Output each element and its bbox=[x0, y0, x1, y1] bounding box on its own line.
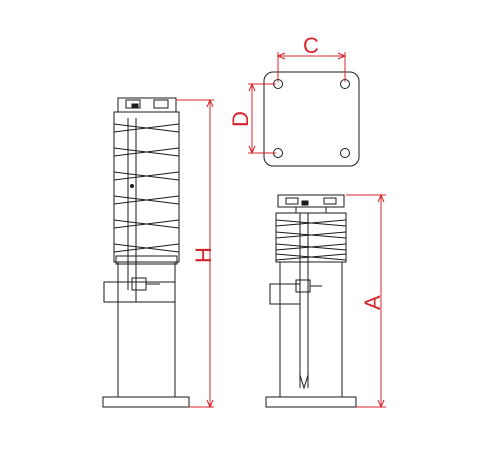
compressed-base-plate bbox=[265, 396, 357, 408]
extended-spring-coils bbox=[113, 123, 180, 253]
mounting-hole bbox=[340, 148, 350, 158]
extended-base-plate bbox=[102, 396, 190, 408]
dimension-d-label: D bbox=[228, 111, 253, 127]
dimension-a bbox=[346, 193, 386, 409]
compressed-lower-tube bbox=[279, 261, 343, 398]
mounting-plate-view bbox=[263, 71, 360, 167]
compressed-spring-coils bbox=[275, 219, 347, 261]
dimension-h-label: H bbox=[191, 247, 216, 263]
extended-clamp-block bbox=[103, 281, 137, 303]
dimension-c bbox=[276, 52, 347, 82]
dimension-a-label: A bbox=[360, 295, 385, 310]
dimension-c-label: C bbox=[303, 33, 319, 58]
extended-spring-housing bbox=[113, 111, 180, 263]
extended-top-cap bbox=[117, 97, 177, 113]
compressed-column-view bbox=[265, 194, 357, 408]
compressed-clamp-block bbox=[269, 283, 301, 305]
dimension-d bbox=[248, 82, 276, 155]
compressed-top-cap bbox=[277, 194, 345, 208]
dimension-h bbox=[176, 98, 214, 409]
extended-column-view bbox=[102, 97, 190, 408]
mounting-plate bbox=[263, 71, 360, 167]
